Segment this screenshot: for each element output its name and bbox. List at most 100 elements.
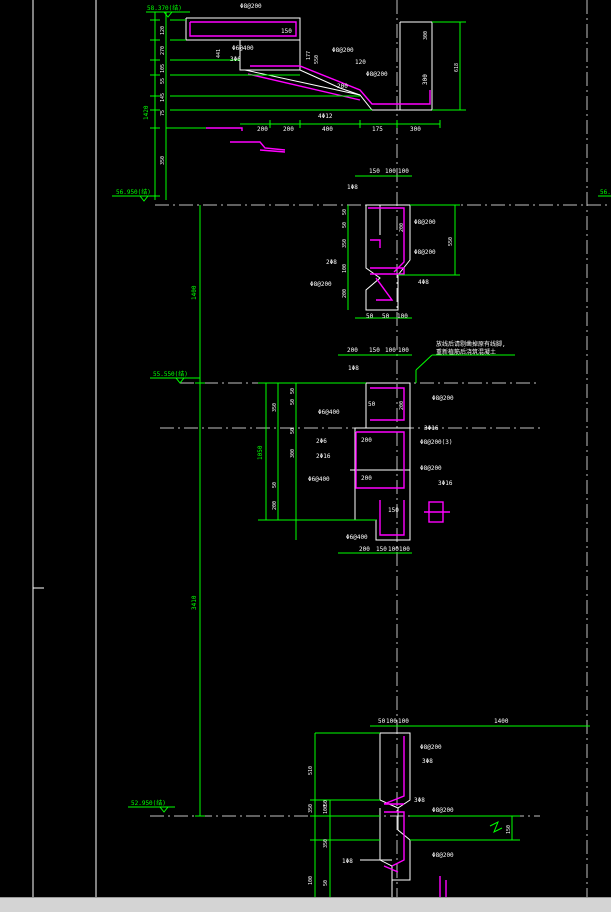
s4-rebar-1: 3Φ8 xyxy=(422,758,433,765)
dim-1400: 1400 xyxy=(191,285,198,300)
status-bar xyxy=(0,897,611,912)
s1-dim-l-6: 350 xyxy=(160,156,166,165)
s3-dim-t-1: 150 xyxy=(369,347,380,354)
s3-dim-m-3: 150 xyxy=(388,507,399,514)
s4-dim-l-3: 100 xyxy=(323,805,329,814)
s4-rebar-2: 3Φ8 xyxy=(414,797,425,804)
s3-dim-b-2: 100 xyxy=(388,546,399,553)
s2-dim-l-2: 350 xyxy=(342,239,348,248)
s3-rebar-4: 3Φ16 xyxy=(424,425,439,432)
dim-1050: 1050 xyxy=(257,445,264,460)
section-3-rebar xyxy=(355,387,450,536)
s4-dim-r-0: 150 xyxy=(506,825,512,834)
section-3-dimensions xyxy=(258,354,515,554)
s4-dim-t-3: 1400 xyxy=(494,718,509,725)
s4-dim-l-1: 350 xyxy=(308,804,314,813)
s1-dim-b-3: 175 xyxy=(372,126,383,133)
s2-rebar-4: Φ8@200 xyxy=(310,281,332,288)
s3-dim-l-6: 200 xyxy=(272,501,278,510)
s1-rebar-1: Φ8@200 xyxy=(332,47,354,54)
s3-dim-b-0: 200 xyxy=(359,546,370,553)
s1-dim-b-0: 200 xyxy=(257,126,268,133)
s1-rebar-5: 4Φ12 xyxy=(318,113,333,120)
s1-dim-l-5: 75 xyxy=(160,110,166,116)
section-4-dimensions xyxy=(310,725,590,897)
s2-dim-l-4: 200 xyxy=(342,289,348,298)
s4-dim-t-2: 100 xyxy=(398,718,409,725)
dim-3410: 3410 xyxy=(191,595,198,610)
s4-rebar-3: Φ8@200 xyxy=(432,807,454,814)
s3-rebar-5: Φ8@200(3) xyxy=(420,439,453,446)
s3-rebar-0: 1Φ8 xyxy=(348,365,359,372)
s4-rebar-5: 1Φ8 xyxy=(342,858,353,865)
s1-dim-b-1: 200 xyxy=(283,126,294,133)
s3-rebar-2: Φ8@200 xyxy=(432,395,454,402)
s1-dim-l-2: 105 xyxy=(160,64,166,73)
section-1-rebar xyxy=(189,21,431,153)
s2-dim-l-3: 100 xyxy=(342,264,348,273)
s1-rebar-0: Φ8@200 xyxy=(240,3,262,10)
frame-lines xyxy=(32,0,611,897)
s1-dim-l-4: 145 xyxy=(160,93,166,102)
s3-rebar-6: 2Φ16 xyxy=(316,453,331,460)
s4-dim-t-0: 50 xyxy=(378,718,386,725)
s1-dim-l-0: 120 xyxy=(160,26,166,35)
s3-dim-b-3: 100 xyxy=(399,546,410,553)
s2-dim-l-0: 50 xyxy=(342,209,348,215)
s2-rebar-0: 1Φ8 xyxy=(347,184,358,191)
s3-dim-b-1: 150 xyxy=(376,546,387,553)
s2-dim-t-1: 100 xyxy=(385,168,396,175)
s3-dim-l-3: 50 xyxy=(290,428,296,434)
s4-dim-t-1: 100 xyxy=(386,718,397,725)
section-2-dimensions xyxy=(347,175,460,319)
s4-rebar-0: Φ8@200 xyxy=(420,744,442,751)
s3-dim-t-2: 100 xyxy=(385,347,396,354)
s3-dim-l-4: 300 xyxy=(290,449,296,458)
s4-dim-l-4: 350 xyxy=(323,839,329,848)
s3-dim-m-4: 50 xyxy=(368,401,376,408)
section-2-outline xyxy=(365,204,411,311)
s2-dim-m-1: 550 xyxy=(448,237,454,246)
section-1-outline xyxy=(185,17,440,111)
s3-rebar-8: Φ6@400 xyxy=(308,476,330,483)
s4-dim-l-5: 100 xyxy=(308,876,314,885)
s1-dim-t-1: 120 xyxy=(355,59,366,66)
s3-note-line-1: 放线后请剔凿掉原有线脚, xyxy=(436,340,506,348)
elevation-label-2: 56.950(结) xyxy=(116,188,151,196)
s1-dim-t-0: 150 xyxy=(281,28,292,35)
s3-rebar-7: Φ8@200 xyxy=(420,465,442,472)
s1-dim-t-2: 200 xyxy=(337,83,348,90)
s2-rebar-3: 2Φ8 xyxy=(326,259,337,266)
s1-dim-m-0: 441 xyxy=(216,49,222,58)
s3-dim-m-2: 200 xyxy=(361,475,372,482)
s1-dim-l-3: 55 xyxy=(160,78,166,84)
s2-dim-m-0: 200 xyxy=(399,223,405,232)
s3-rebar-3: 2Φ6 xyxy=(316,438,327,445)
section-1-dimensions xyxy=(170,19,466,128)
s1-dim-m-3: 300 xyxy=(423,31,429,40)
s4-dim-l-2: 50 xyxy=(323,800,329,806)
s2-dim-b-1: 50 xyxy=(382,313,390,320)
s3-rebar-9: 3Φ16 xyxy=(438,480,453,487)
vertical-dimension-chains xyxy=(150,12,240,817)
s1-dim-l-1: 270 xyxy=(160,46,166,55)
elevation-label-right: 56. xyxy=(600,189,611,196)
section-4-outline xyxy=(360,732,411,897)
elevation-markers xyxy=(112,11,611,813)
elevation-label-1: 58.370(结) xyxy=(147,4,182,12)
s3-dim-l-0: 50 xyxy=(290,388,296,394)
s3-note-line-2: 重新植筋后浇筑混凝土 xyxy=(436,348,496,356)
s2-dim-t-0: 150 xyxy=(369,168,380,175)
s3-dim-t-0: 200 xyxy=(347,347,358,354)
s1-dim-t-3: 300 xyxy=(422,74,429,85)
s4-rebar-4: Φ8@200 xyxy=(432,852,454,859)
s4-dim-l-0: 510 xyxy=(308,766,314,775)
s2-dim-l-1: 50 xyxy=(342,222,348,228)
s3-dim-l-2: 350 xyxy=(272,403,278,412)
dim-1420: 1420 xyxy=(143,105,150,120)
s3-dim-l-1: 50 xyxy=(290,399,296,405)
s4-dim-l-6: 50 xyxy=(323,880,329,886)
s2-dim-b-2: 100 xyxy=(397,313,408,320)
s2-rebar-2: Φ8@200 xyxy=(414,249,436,256)
s3-rebar-10: Φ6@400 xyxy=(346,534,368,541)
